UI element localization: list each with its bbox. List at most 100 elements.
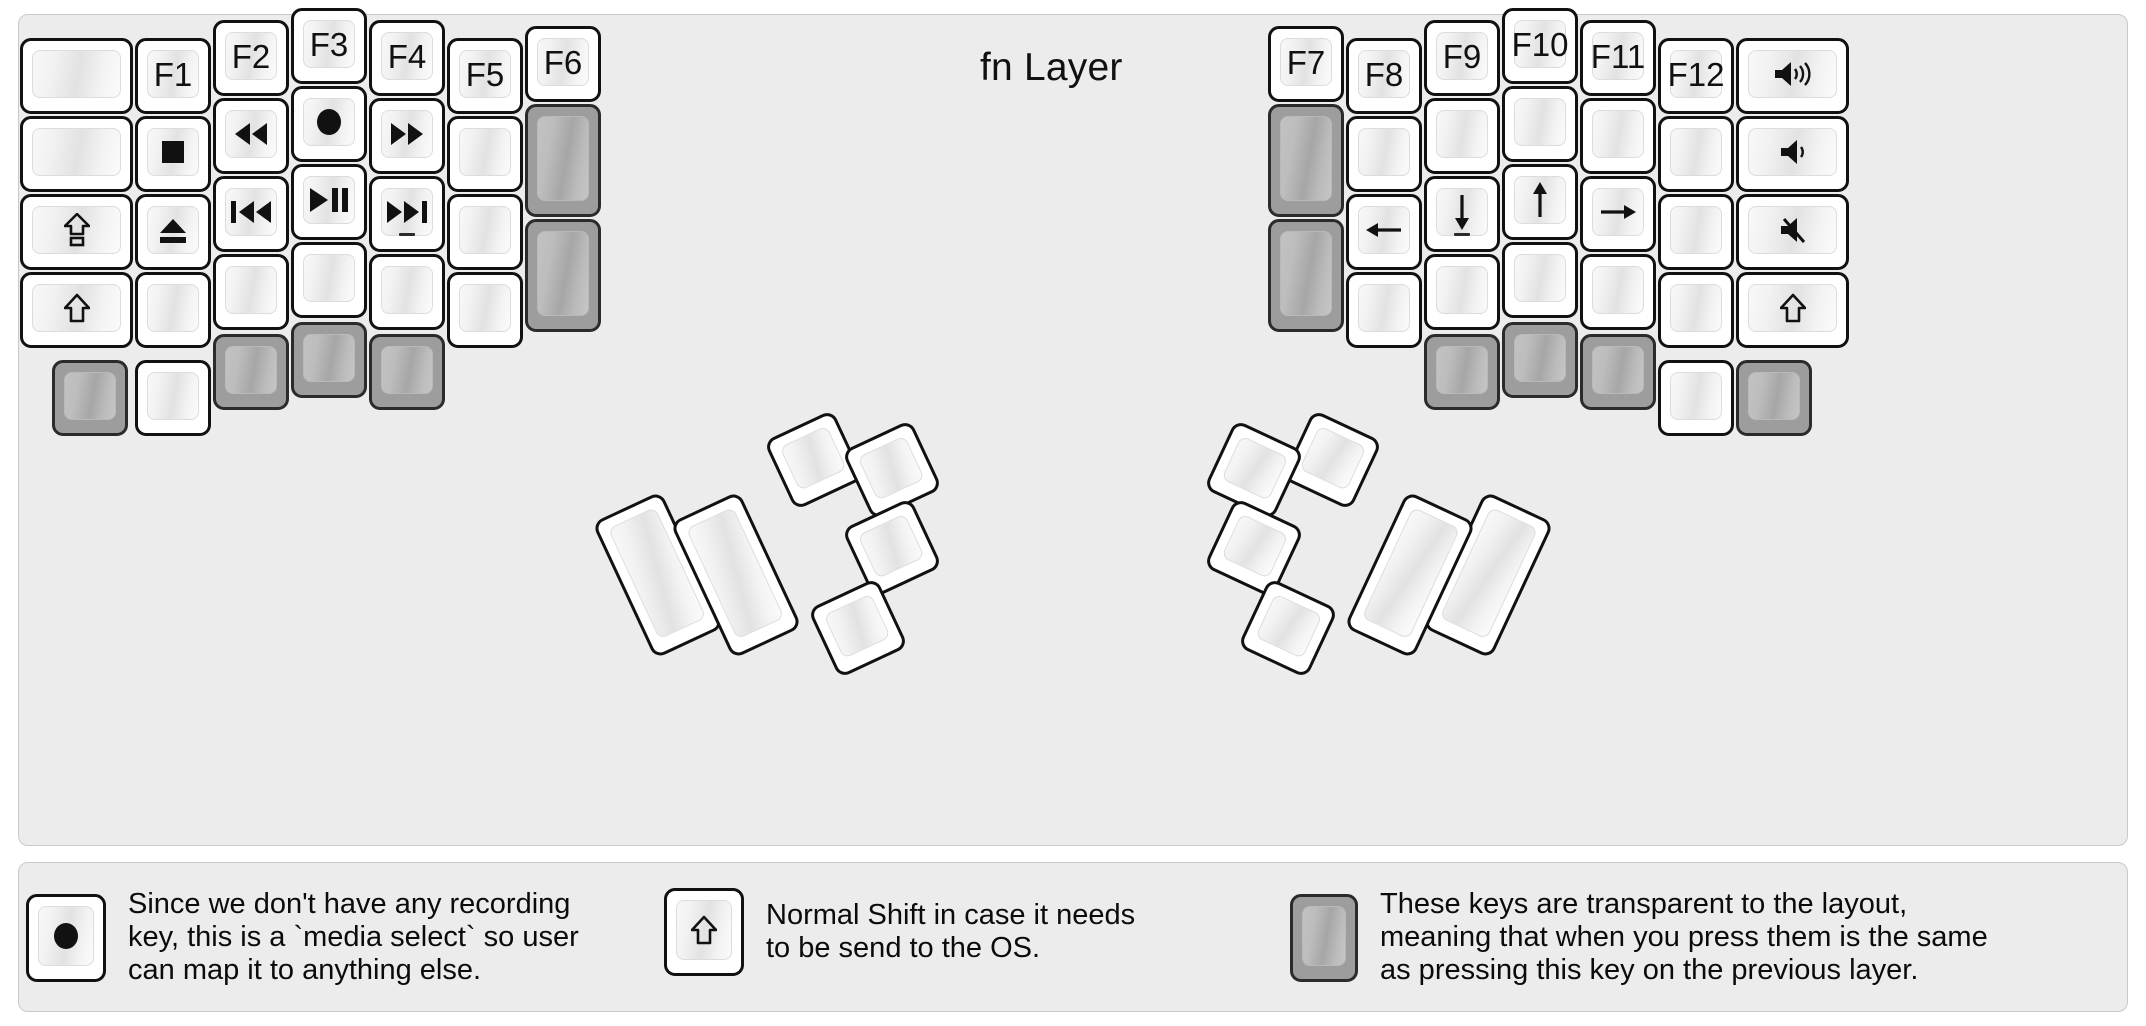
key-right-col-middle-0[interactable]: F10: [1502, 8, 1578, 84]
key-left-col-pinky-2[interactable]: [135, 194, 211, 270]
key-left-col-index-1[interactable]: [369, 98, 445, 174]
keycap-face: [1748, 128, 1837, 176]
arrow-up-icon: [1515, 177, 1565, 223]
legend-transparent-key: These keys are transparent to the layout…: [1290, 888, 1988, 987]
key-right-col-index-1[interactable]: [1424, 98, 1500, 174]
key-right-col-inner-0[interactable]: F8: [1346, 38, 1422, 114]
legend-shift-key: Normal Shift in case it needs to be send…: [664, 888, 1135, 976]
key-left-col-inner-1[interactable]: [447, 116, 523, 192]
key-label: F10: [1511, 25, 1569, 63]
media-play-pause-icon: [304, 177, 354, 223]
legend-transparent-key-description: These keys are transparent to the layout…: [1380, 888, 1988, 987]
key-left-col-middle-0[interactable]: F3: [291, 8, 367, 84]
key-right-col-inner-2[interactable]: [1346, 194, 1422, 270]
key-right-col-pinky-bottom[interactable]: [1658, 360, 1734, 436]
keycap-face: [1748, 206, 1837, 254]
key-right-col-middle-bottom[interactable]: [1502, 322, 1578, 398]
keycap-face: F8: [1358, 50, 1410, 98]
keycap-face: [1436, 110, 1488, 158]
keycap-face: [303, 254, 355, 302]
key-left-col-index-0[interactable]: F4: [369, 20, 445, 96]
key-left-col-pinky-1[interactable]: [135, 116, 211, 192]
key-right-col-ring-1[interactable]: [1580, 98, 1656, 174]
keycap-face: F7: [1280, 38, 1332, 86]
key-right-col-inner-extra-1[interactable]: [1268, 104, 1344, 217]
key-left-col-pinky-outer-3[interactable]: [20, 272, 133, 348]
key-left-col-ring-2[interactable]: [213, 176, 289, 252]
key-right-col-pinky-outer-1[interactable]: [1736, 116, 1849, 192]
key-right-col-inner-1[interactable]: [1346, 116, 1422, 192]
key-left-col-pinky-outer-0[interactable]: [20, 38, 133, 114]
key-left-col-ring-3[interactable]: [213, 254, 289, 330]
key-right-col-pinky-3[interactable]: [1658, 272, 1734, 348]
keycap-face: [225, 110, 277, 158]
keycap-face: [1280, 116, 1332, 201]
volume-down-icon: [1749, 129, 1836, 175]
key-left-col-pinky-3[interactable]: [135, 272, 211, 348]
key-right-col-pinky-0[interactable]: F12: [1658, 38, 1734, 114]
keycap-face: [147, 372, 199, 420]
key-left-col-inner-3[interactable]: [447, 272, 523, 348]
key-right-col-ring-2[interactable]: [1580, 176, 1656, 252]
key-left-col-middle-2[interactable]: [291, 164, 367, 240]
key-left-col-pinky-0[interactable]: F1: [135, 38, 211, 114]
key-right-col-index-bottom[interactable]: [1424, 334, 1500, 410]
keycap-face: [537, 116, 589, 201]
key-left-col-ring-0[interactable]: F2: [213, 20, 289, 96]
key-right-col-pinky-1[interactable]: [1658, 116, 1734, 192]
key-right-col-index-0[interactable]: F9: [1424, 20, 1500, 96]
key-right-col-middle-1[interactable]: [1502, 86, 1578, 162]
key-left-col-inner-extra-2[interactable]: [525, 219, 601, 332]
key-right-col-index-2[interactable]: [1424, 176, 1500, 252]
key-right-col-ring-bottom[interactable]: [1580, 334, 1656, 410]
key-left-col-inner-extra-0[interactable]: F6: [525, 26, 601, 102]
keycap-face: [64, 372, 116, 420]
key-left-col-ring-1[interactable]: [213, 98, 289, 174]
key-right-col-inner-3[interactable]: [1346, 272, 1422, 348]
key-right-col-ring-3[interactable]: [1580, 254, 1656, 330]
key-left-col-index-3[interactable]: [369, 254, 445, 330]
key-left-col-inner-extra-1[interactable]: [525, 104, 601, 217]
key-left-col-inner-2[interactable]: [447, 194, 523, 270]
keycap-face: [676, 900, 732, 960]
key-left-col-index-bottom[interactable]: [369, 334, 445, 410]
keycap-face: [1592, 188, 1644, 236]
media-eject-icon: [148, 207, 198, 253]
key-left-col-ring-bottom[interactable]: [213, 334, 289, 410]
key-left-col-middle-bottom[interactable]: [291, 322, 367, 398]
key-right-col-pinky-outer-2[interactable]: [1736, 194, 1849, 270]
key-right-col-pinky-outer-3[interactable]: [1736, 272, 1849, 348]
keycap-face: [1436, 346, 1488, 394]
key-left-col-pinky-bottom[interactable]: [135, 360, 211, 436]
keycap-face: [1748, 284, 1837, 332]
volume-up-icon: [1749, 51, 1836, 97]
key-left-col-inner-0[interactable]: F5: [447, 38, 523, 114]
legend-transparent-key-swatch: [1290, 893, 1358, 982]
keycap-face: [1748, 372, 1800, 420]
key-left-col-middle-3[interactable]: [291, 242, 367, 318]
keycap-face: [303, 98, 355, 146]
key-right-col-pinky-outer-bottom[interactable]: [1736, 360, 1812, 436]
key-left-col-pinky-outer-bottom[interactable]: [52, 360, 128, 436]
key-right-col-inner-extra-0[interactable]: F7: [1268, 26, 1344, 102]
key-right-col-middle-3[interactable]: [1502, 242, 1578, 318]
key-right-col-pinky-outer-0[interactable]: [1736, 38, 1849, 114]
key-label: F3: [309, 25, 349, 63]
keycap-face: [1514, 334, 1566, 382]
key-right-col-middle-2[interactable]: [1502, 164, 1578, 240]
keycap-face: [225, 346, 277, 394]
key-label: F9: [1442, 37, 1482, 75]
legend-record-key-description: Since we don't have any recording key, t…: [128, 888, 579, 987]
key-right-col-index-3[interactable]: [1424, 254, 1500, 330]
key-right-col-ring-0[interactable]: F11: [1580, 20, 1656, 96]
keycap-face: [303, 334, 355, 382]
key-left-col-pinky-outer-2[interactable]: [20, 194, 133, 270]
key-right-col-inner-extra-2[interactable]: [1268, 219, 1344, 332]
keycap-face: [1592, 266, 1644, 314]
key-left-col-index-2[interactable]: [369, 176, 445, 252]
key-left-col-pinky-outer-1[interactable]: [20, 116, 133, 192]
key-left-col-middle-1[interactable]: [291, 86, 367, 162]
key-label: F4: [387, 37, 427, 75]
key-right-col-pinky-2[interactable]: [1658, 194, 1734, 270]
